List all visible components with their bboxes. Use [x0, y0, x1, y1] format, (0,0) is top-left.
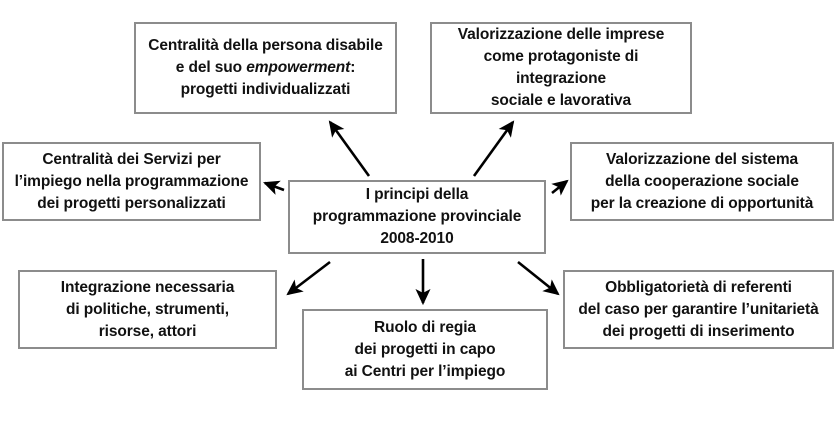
left-node[interactable]: Centralità dei Servizi per l’impiego nel… — [2, 142, 261, 221]
right-node-label: Valorizzazione del sistema della coopera… — [590, 150, 814, 212]
top-left-node-label: Centralità della persona disabile e del … — [148, 37, 383, 98]
arrow-center-to-top-left — [328, 120, 371, 177]
arrow-center-to-top-right — [472, 120, 515, 177]
right-node[interactable]: Valorizzazione del sistema della coopera… — [570, 142, 834, 221]
arrow-center-to-bottom-left — [286, 260, 331, 296]
top-right-node[interactable]: Valorizzazione delle imprese come protag… — [430, 22, 692, 114]
top-left-node[interactable]: Centralità della persona disabile e del … — [134, 22, 397, 114]
bottom-right-node[interactable]: Obbligatorietà di referenti del caso per… — [563, 270, 834, 349]
arrow-center-to-left — [263, 180, 285, 195]
arrow-center-to-bottom-right — [517, 260, 560, 296]
bottom-center-node[interactable]: Ruolo di regia dei progetti in capo ai C… — [302, 309, 548, 390]
bottom-left-node-label: Integrazione necessaria di politiche, st… — [60, 278, 235, 340]
center-node-label: I principi della programmazione provinci… — [312, 186, 522, 247]
center-node[interactable]: I principi della programmazione provinci… — [288, 180, 546, 254]
left-node-label: Centralità dei Servizi per l’impiego nel… — [14, 150, 249, 212]
arrow-center-to-right — [551, 179, 569, 196]
top-right-node-label: Valorizzazione delle imprese come protag… — [457, 26, 665, 109]
bottom-left-node[interactable]: Integrazione necessaria di politiche, st… — [18, 270, 277, 349]
bottom-right-node-label: Obbligatorietà di referenti del caso per… — [578, 278, 819, 340]
bottom-center-node-label: Ruolo di regia dei progetti in capo ai C… — [344, 318, 506, 380]
